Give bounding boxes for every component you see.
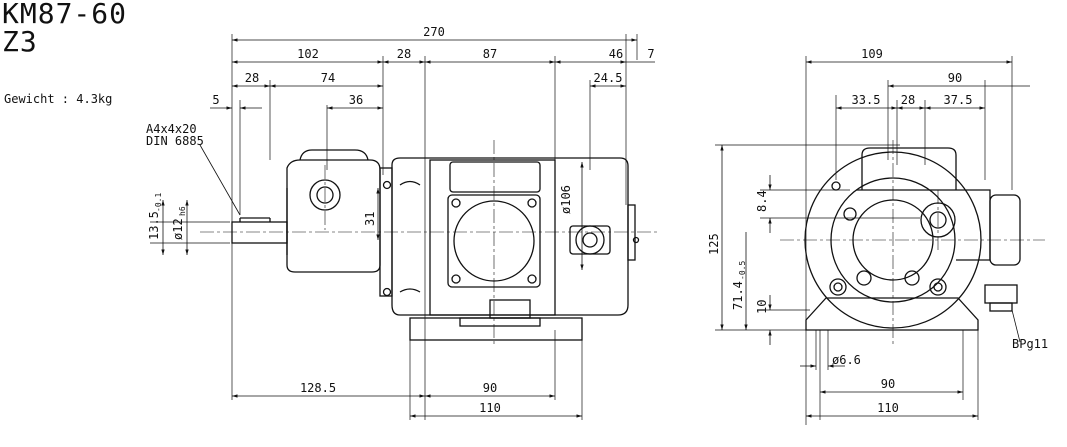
gland-label: BPg11	[1012, 337, 1048, 351]
dim-8-4: 8.4	[755, 190, 769, 212]
dim-31: 31	[363, 212, 377, 226]
model-number: KM87-60	[2, 0, 128, 30]
dim-90-bottom: 90	[881, 377, 895, 391]
dim-5: 5	[212, 93, 219, 107]
dim-74: 74	[321, 71, 335, 85]
side-view	[150, 34, 660, 420]
dim-36: 36	[349, 93, 363, 107]
key-label-line2: DIN 6885	[146, 134, 204, 148]
dim-90: 90	[483, 381, 497, 395]
dim-7: 7	[647, 47, 654, 61]
end-view-labels: 109 90 33.5 28 37.5 125 8.4 71.4 -0.5 10…	[707, 47, 1048, 415]
dim-110: 110	[479, 401, 501, 415]
dim-125: 125	[707, 233, 721, 255]
dim-37-5: 37.5	[944, 93, 973, 107]
dim-28b: 28	[245, 71, 259, 85]
dim-87: 87	[483, 47, 497, 61]
dim-90-top: 90	[948, 71, 962, 85]
shaft-height-tol: -0.1	[154, 193, 163, 212]
side-view-labels: 270 102 28 87 46 7 28 74 24.5 5 36 A4x4x…	[146, 25, 655, 415]
end-view	[715, 56, 1045, 425]
shaft-diameter: ø12	[171, 218, 185, 240]
dim-dia106: ø106	[559, 185, 573, 214]
dim-33-5: 33.5	[852, 93, 881, 107]
dim-24-5: 24.5	[594, 71, 623, 85]
dim-overall: 270	[423, 25, 445, 39]
dim-102: 102	[297, 47, 319, 61]
shaft-diameter-tol: h6	[178, 206, 187, 216]
dim-46: 46	[609, 47, 623, 61]
model-variant: Z3	[2, 25, 38, 58]
dim-10: 10	[755, 300, 769, 314]
dim-28a: 28	[397, 47, 411, 61]
dim-110-bottom: 110	[877, 401, 899, 415]
key-label-line1: A4x4x20	[146, 122, 197, 136]
shaft-height: 13.5	[147, 211, 161, 240]
dim-71-4-tol: -0.5	[738, 261, 747, 280]
dim-28: 28	[901, 93, 915, 107]
weight-label: Gewicht : 4.3kg	[4, 92, 113, 106]
dim-71-4: 71.4	[731, 281, 745, 310]
dim-128-5: 128.5	[300, 381, 336, 395]
dim-109: 109	[861, 47, 883, 61]
dim-dia6-6: ø6.6	[832, 353, 861, 367]
model-title: KM87-60 Z3	[2, 0, 127, 56]
